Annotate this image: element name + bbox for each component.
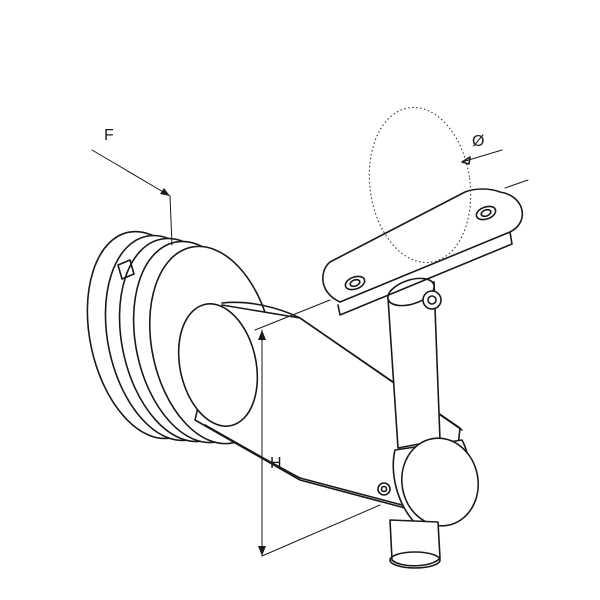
force-indicator: F [91,127,173,246]
diameter-label: Ø [472,133,484,150]
vertical-post [387,277,442,449]
saddle-plate [322,188,524,316]
lower-stub [389,519,441,569]
handrail-outline [368,106,472,264]
diameter-dimension: Ø [461,133,529,189]
force-label: F [104,127,114,144]
height-label: H [270,455,282,472]
arm-end-cap [377,437,479,529]
height-dimension: H [254,299,381,557]
